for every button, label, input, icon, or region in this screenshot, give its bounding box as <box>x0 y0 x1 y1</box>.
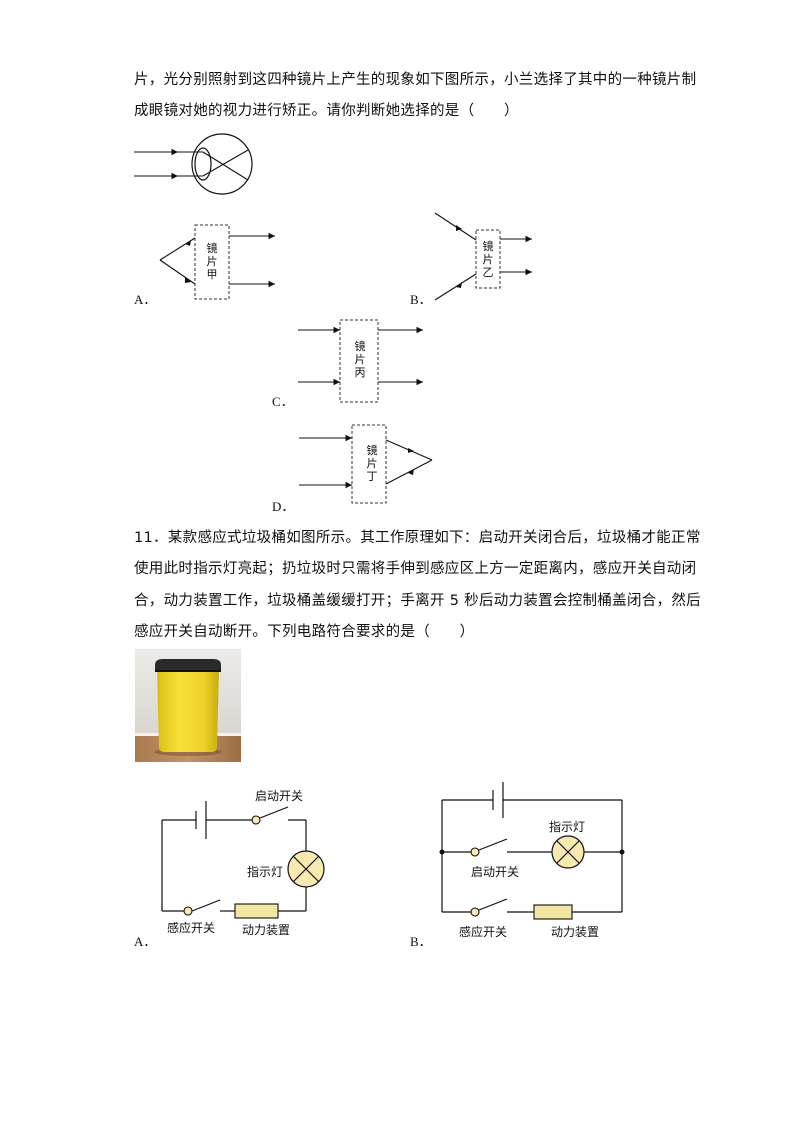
circuit-option-b-label[interactable]: B． <box>410 934 432 949</box>
circuit-b-sensor-switch-label: 感应开关 <box>459 925 508 939</box>
lens-diagram-b <box>434 212 532 301</box>
circuit-a-motor-label: 动力装置 <box>242 923 291 937</box>
option-d-label[interactable]: D． <box>272 499 295 514</box>
lens-label-jia: 镜片甲 <box>206 242 218 281</box>
lens-label-ding: 镜片丁 <box>366 444 378 483</box>
circuit-a-indicator-label: 指示灯 <box>247 865 284 879</box>
circuit-b-motor-label: 动力装置 <box>551 925 600 939</box>
lens-diagram-c <box>298 319 423 403</box>
circuit-a-sensor-switch-label: 感应开关 <box>167 921 216 935</box>
circuit-b-indicator-label: 指示灯 <box>549 820 586 834</box>
lens-diagram-d <box>299 424 433 504</box>
circuit-option-a-label[interactable]: A． <box>134 934 157 949</box>
q11-text-line3: 合，动力装置工作，垃圾桶盖缓缓打开；手离开 5 秒后动力装置会控制桶盖闭合，然后 <box>134 593 701 609</box>
trash-bin-photo <box>135 649 241 762</box>
circuit-diagram-b <box>439 782 625 920</box>
circuit-a-start-switch-label: 启动开关 <box>255 789 304 803</box>
option-a-label[interactable]: A． <box>134 292 157 307</box>
q10-text-line1: 片，光分别照射到这四种镜片上产生的现象如下图所示，小兰选择了其中的一种镜片制 <box>134 72 697 88</box>
option-b-label[interactable]: B． <box>410 292 432 307</box>
q10-text-line2: 成眼镜对她的视力进行矫正。请你判断她选择的是（ ） <box>134 103 519 119</box>
lens-diagram-a <box>159 224 275 300</box>
circuit-b-start-switch-label: 启动开关 <box>471 865 520 879</box>
q11-text-line1: 11．某款感应式垃圾桶如图所示。其工作原理如下：启动开关闭合后，垃圾桶才能正常 <box>134 530 701 546</box>
lens-label-yi: 镜片乙 <box>482 240 494 279</box>
option-c-label[interactable]: C． <box>272 394 294 409</box>
q11-text-line2: 使用此时指示灯亮起；扔垃圾时只需将手伸到感应区上方一定距离内，感应开关自动闭 <box>134 561 697 577</box>
lens-label-bing: 镜片丙 <box>354 340 366 379</box>
q11-text-line4: 感应开关自动断开。下列电路符合要求的是（ ） <box>134 624 475 640</box>
circuit-diagram-a <box>161 801 325 919</box>
eye-diagram <box>134 133 253 195</box>
